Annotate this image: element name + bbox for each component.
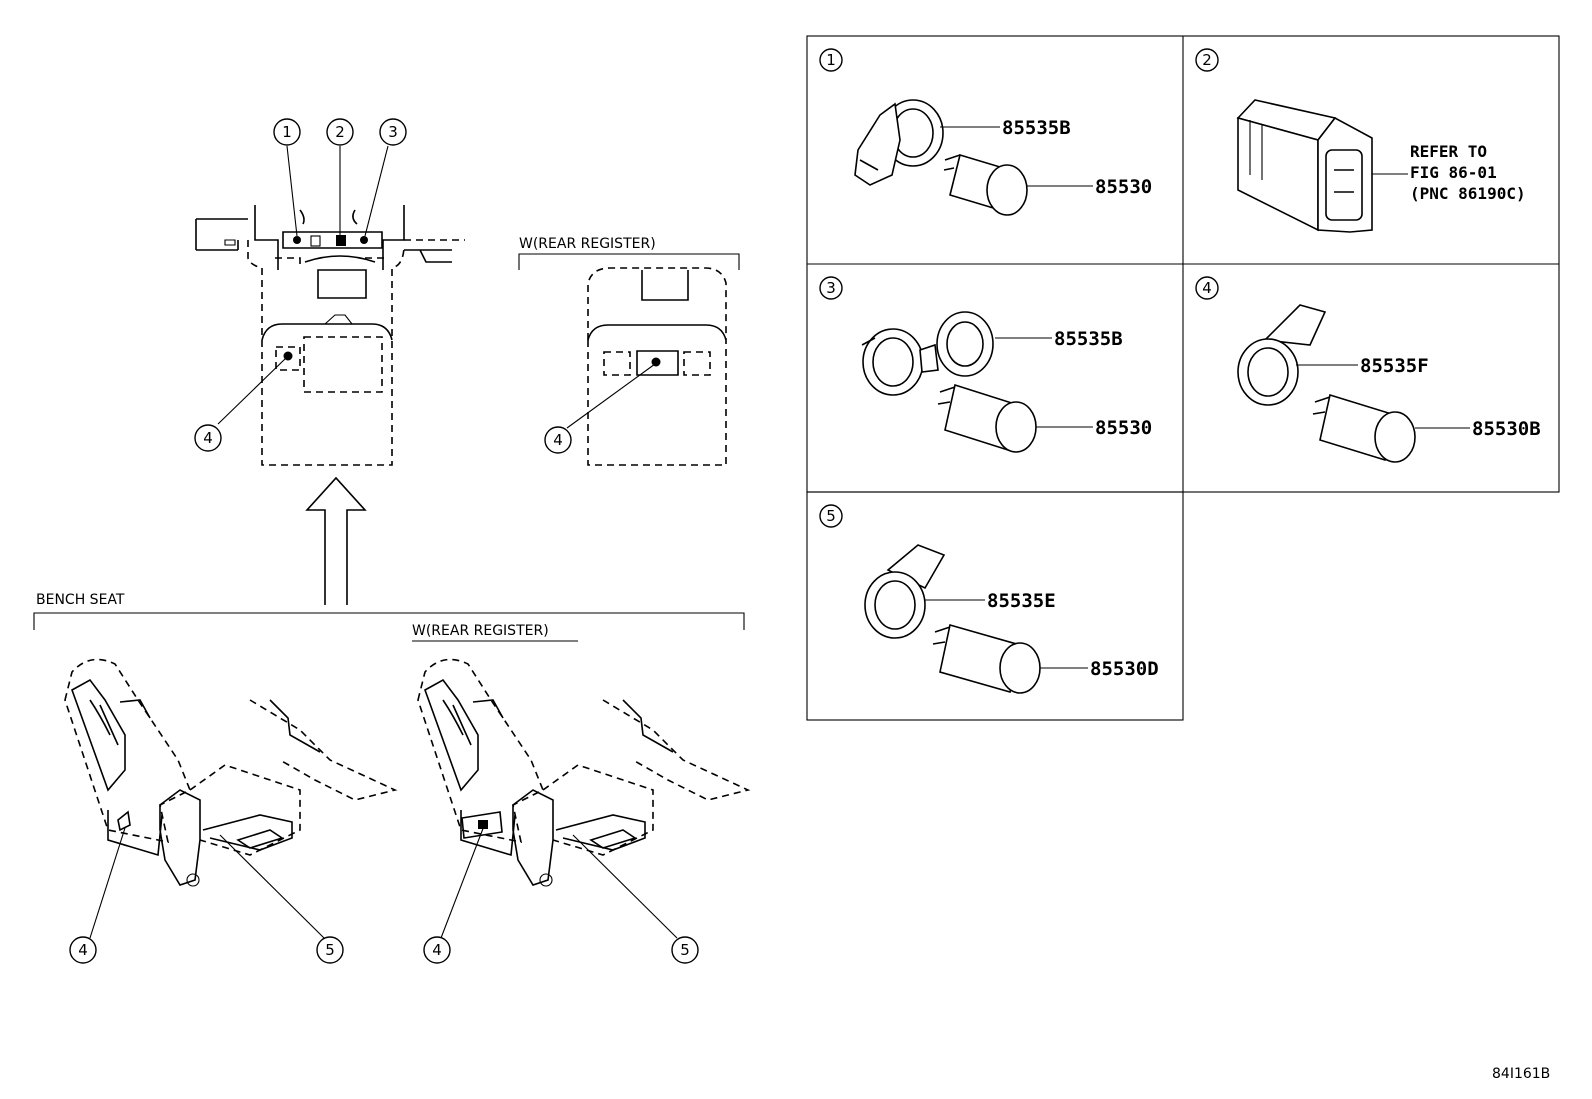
panel-3-number: 3 — [826, 279, 836, 297]
part-85530-3: 85530 — [1095, 417, 1152, 439]
svg-text:4: 4 — [203, 429, 213, 447]
plug-5 — [932, 623, 1041, 694]
callout-5-rear-seat: 5 — [671, 936, 699, 964]
part-85530B: 85530B — [1472, 418, 1541, 440]
bench-seat-label: BENCH SEAT — [36, 592, 125, 608]
svg-text:1: 1 — [282, 123, 292, 141]
callout-4-rear: 4 — [544, 426, 572, 454]
callout-1-top: 1 — [273, 118, 301, 146]
refer-line-3: (PNC 86190C) — [1410, 184, 1526, 203]
socket-with-cap-4 — [1237, 304, 1327, 406]
socket-with-cap-1 — [854, 99, 944, 186]
callout-4-rear-seat: 4 — [423, 936, 451, 964]
console-view — [195, 205, 465, 466]
panel-2: 2 REFER TO FIG 86-01 (PNC 86190C) — [1195, 48, 1526, 233]
panel-4: 4 85535F 85530B — [1195, 276, 1541, 463]
parts-grid — [806, 35, 1560, 721]
svg-text:4: 4 — [553, 431, 563, 449]
bottom-leaders — [89, 825, 678, 939]
callout-2-top: 2 — [326, 118, 354, 146]
callout-5-bench: 5 — [316, 936, 344, 964]
seat-illustration-left — [64, 658, 398, 887]
panel-1-number: 1 — [826, 51, 836, 69]
top-leaders — [217, 145, 389, 425]
panel-5: 5 85535E 85530D — [819, 504, 1159, 694]
bench-seat-section: BENCH SEAT W(REAR REGISTER) — [33, 592, 745, 642]
plug-1 — [943, 153, 1028, 216]
seat-illustration-right — [417, 658, 751, 887]
refer-line-2: FIG 86-01 — [1410, 163, 1497, 182]
part-85530D: 85530D — [1090, 658, 1159, 680]
plug-3 — [937, 383, 1037, 453]
svg-text:2: 2 — [335, 123, 345, 141]
part-85535E: 85535E — [987, 590, 1056, 612]
callout-4-top: 4 — [194, 424, 222, 452]
svg-text:4: 4 — [78, 941, 88, 959]
part-85535B-1: 85535B — [1002, 117, 1071, 139]
view-arrow — [305, 476, 367, 605]
plug-4 — [1312, 393, 1416, 463]
panel-5-number: 5 — [826, 507, 836, 525]
part-85530-1: 85530 — [1095, 176, 1152, 198]
socket-3 — [861, 328, 924, 396]
svg-text:5: 5 — [680, 941, 690, 959]
svg-text:3: 3 — [388, 123, 398, 141]
rear-register-view: W(REAR REGISTER) — [518, 236, 740, 466]
socket-with-cap-5 — [864, 544, 946, 639]
rear-register-label-bottom: W(REAR REGISTER) — [412, 623, 549, 639]
panel-3: 3 85535B 85530 — [819, 276, 1152, 453]
svg-text:5: 5 — [325, 941, 335, 959]
figure-id: 84I161B — [1492, 1066, 1550, 1082]
usb-switch — [1236, 99, 1373, 233]
callout-3-top: 3 — [379, 118, 407, 146]
svg-text:4: 4 — [432, 941, 442, 959]
part-85535F: 85535F — [1360, 355, 1429, 377]
panel-4-number: 4 — [1202, 279, 1212, 297]
cap-3 — [919, 311, 994, 377]
callout-4-bench: 4 — [69, 936, 97, 964]
part-85535B-3: 85535B — [1054, 328, 1123, 350]
panel-1: 1 85535B 85530 — [819, 48, 1152, 216]
rear-register-label-top: W(REAR REGISTER) — [519, 236, 656, 252]
panel-2-number: 2 — [1202, 51, 1212, 69]
refer-line-1: REFER TO — [1410, 142, 1487, 161]
